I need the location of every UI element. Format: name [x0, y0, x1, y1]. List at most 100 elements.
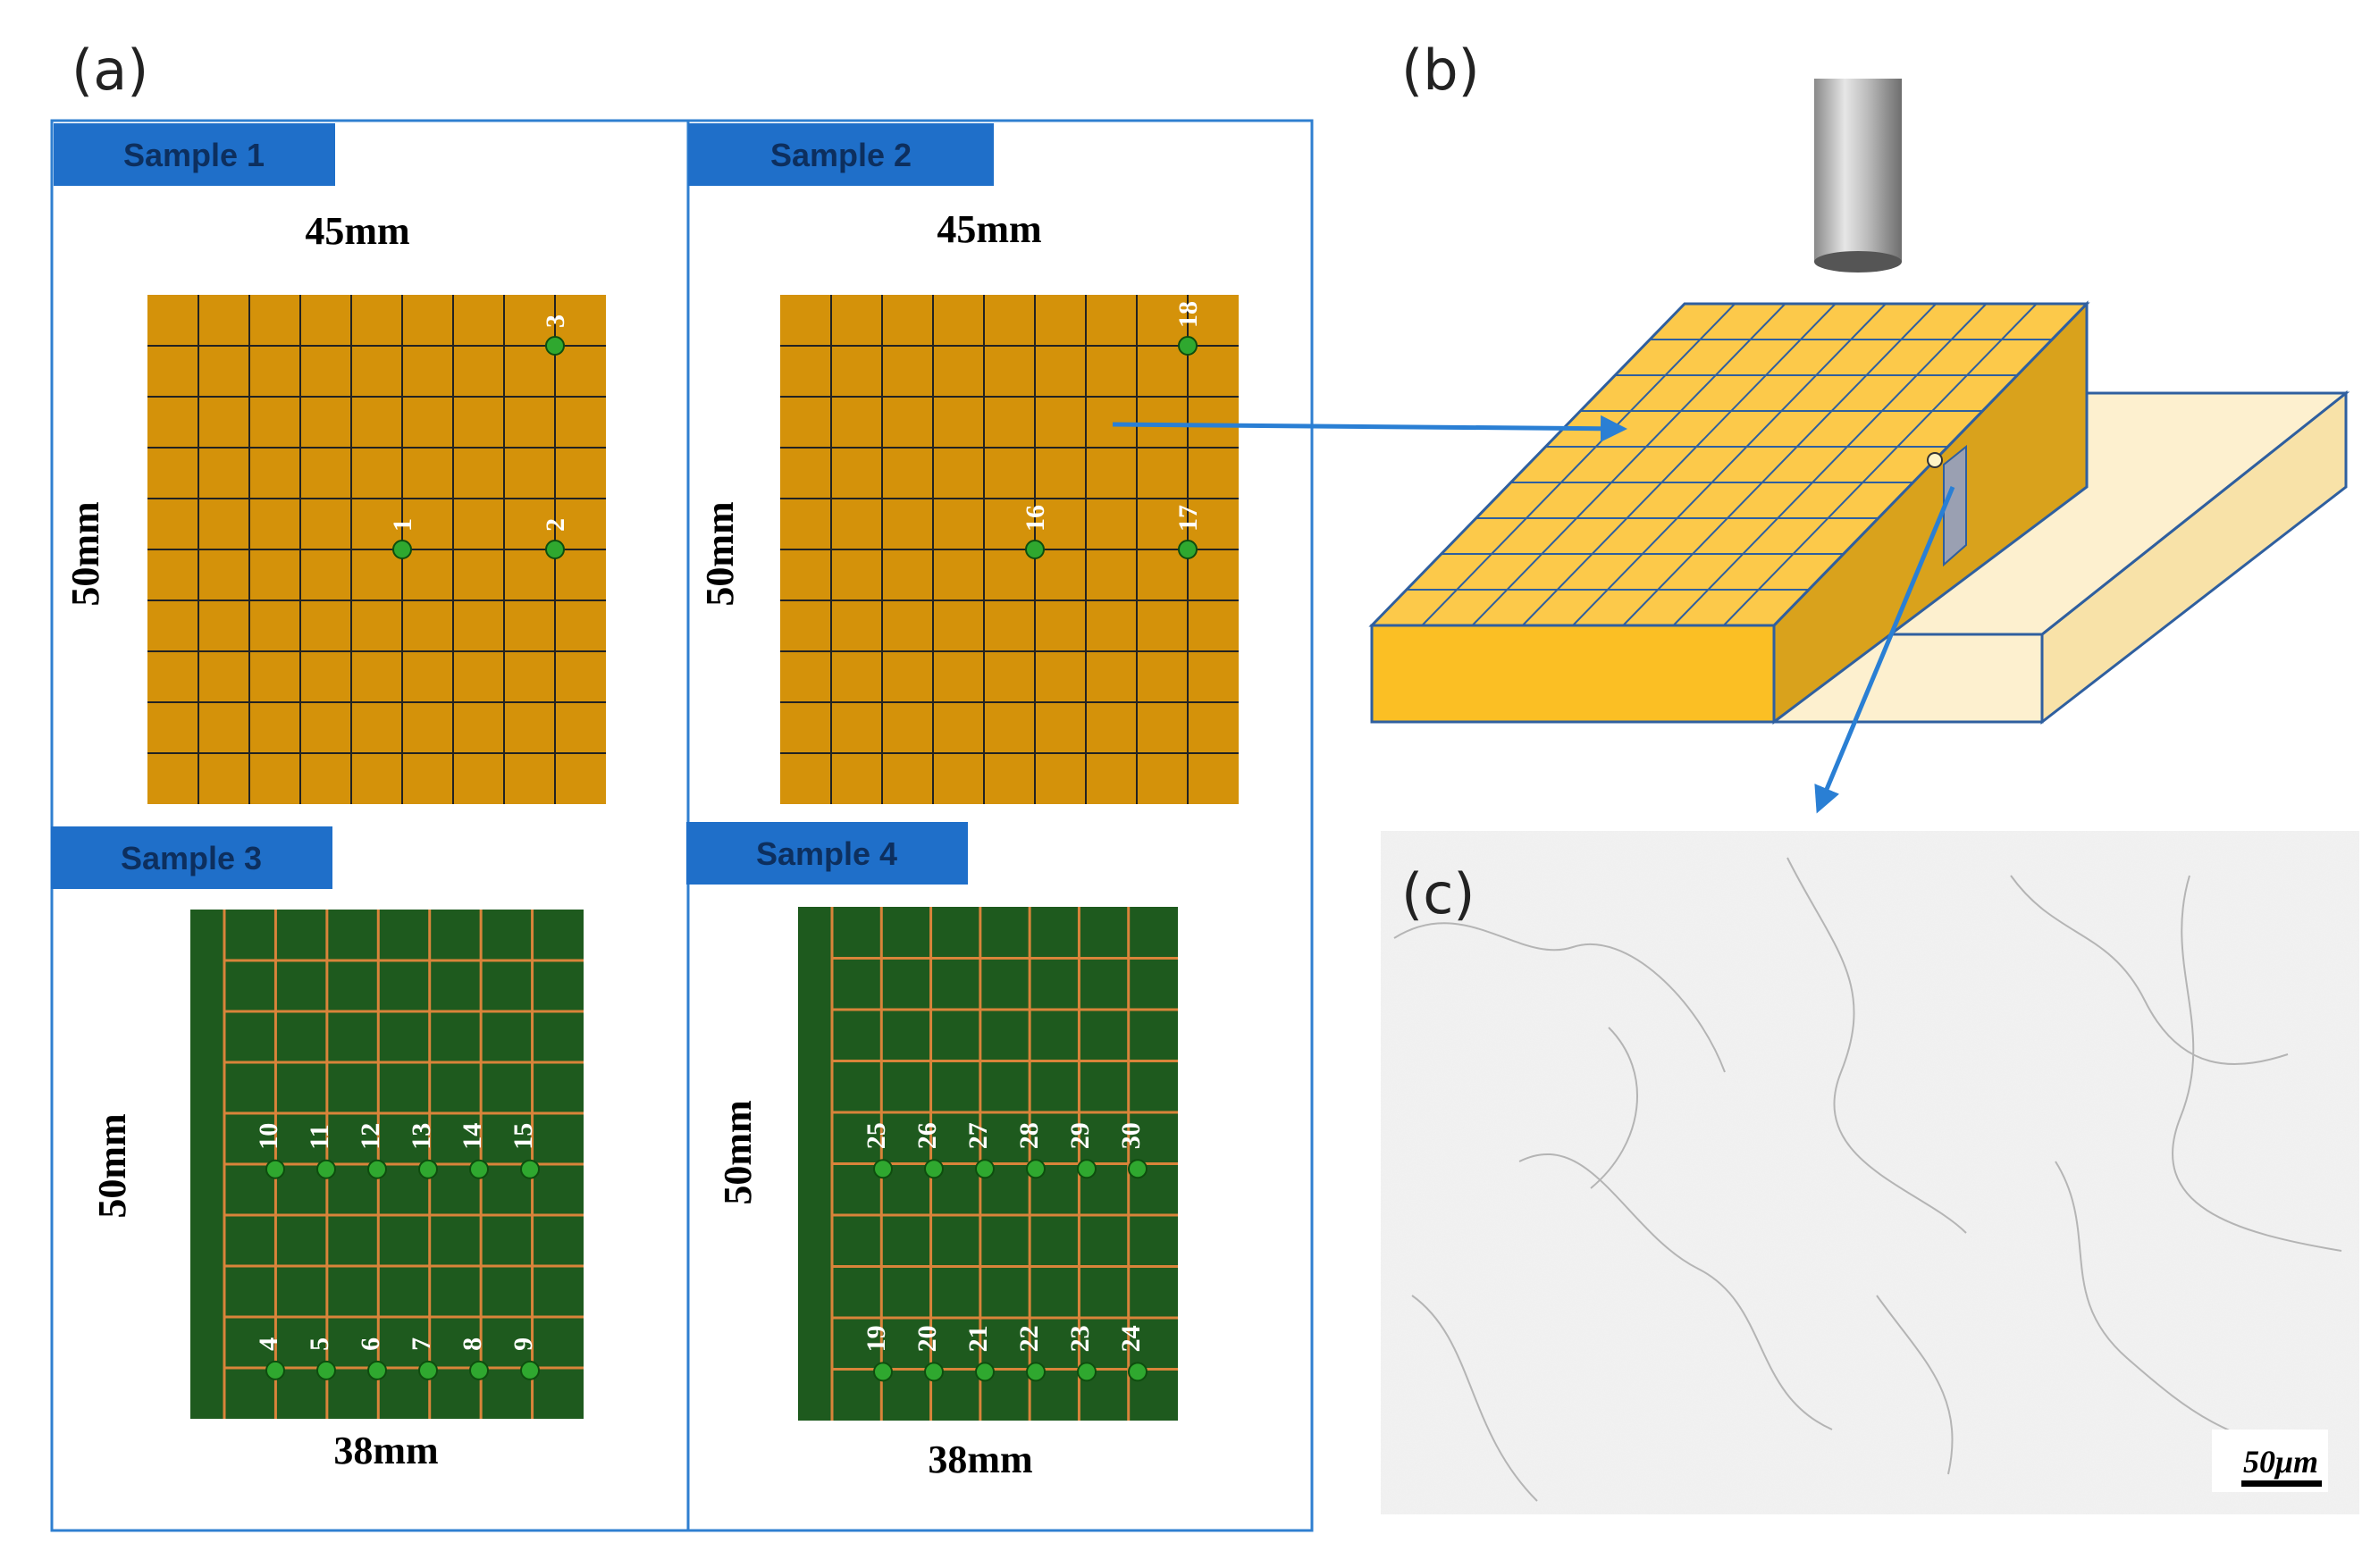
grain-boundary: [2010, 875, 2289, 1066]
point-number-label: 6: [356, 1337, 385, 1351]
block-grid-line: [1672, 303, 1988, 626]
measurement-point-29: [1077, 1159, 1097, 1179]
measurement-point-1: [392, 540, 412, 559]
block-grid-line: [1572, 303, 1887, 626]
point-number-label: 8: [458, 1337, 487, 1351]
block-grid-line: [1421, 303, 1736, 626]
grain-boundary: [1411, 1295, 1538, 1502]
point-number-label: 17: [1173, 505, 1203, 532]
sample-2-grid: 16 17 18: [780, 295, 1239, 804]
panel-a-frame: [50, 119, 1314, 1532]
point-number-label: 1: [388, 518, 417, 532]
point-number-label: 21: [963, 1325, 993, 1352]
measurement-point-13: [418, 1159, 438, 1179]
point-number-label: 2: [541, 518, 570, 532]
measurement-point-9: [520, 1360, 540, 1380]
point-number-label: 13: [407, 1123, 436, 1150]
point-number-label: 5: [305, 1337, 334, 1351]
point-number-label: 28: [1014, 1122, 1044, 1149]
measurement-point-15: [520, 1159, 540, 1179]
point-number-label: 24: [1116, 1325, 1146, 1352]
point-number-label: 12: [356, 1123, 385, 1150]
point-number-label: 25: [862, 1122, 891, 1149]
sample-3-height-label: 50mm: [90, 1113, 134, 1218]
point-number-label: 10: [254, 1123, 283, 1150]
grain-boundary: [2172, 875, 2342, 1252]
measurement-point-6: [367, 1360, 387, 1380]
grain-boundary: [1876, 1295, 1954, 1475]
point-number-label: 19: [862, 1325, 891, 1352]
micrograph: [1381, 831, 2359, 1514]
measurement-point-4: [265, 1360, 285, 1380]
grain-boundary: [1590, 1027, 1639, 1189]
measurement-point-7: [418, 1360, 438, 1380]
sample-3-width-label: 38mm: [333, 1429, 438, 1472]
scale-bar: 50μm: [2212, 1430, 2328, 1492]
measurement-point-8: [469, 1360, 489, 1380]
point-number-label: 22: [1014, 1325, 1044, 1352]
svg-text:Sample 2: Sample 2: [770, 137, 912, 173]
point-number-label: 27: [963, 1122, 993, 1149]
measurement-point-14: [469, 1159, 489, 1179]
measurement-point-16: [1025, 540, 1045, 559]
point-number-label: 16: [1021, 505, 1050, 532]
point-number-label: 14: [458, 1123, 487, 1150]
measurement-point-24: [1128, 1362, 1147, 1382]
measurement-point-10: [265, 1159, 285, 1179]
point-number-label: 29: [1065, 1122, 1095, 1149]
measurement-point-30: [1128, 1159, 1147, 1179]
sample-3-tag: Sample 3: [51, 826, 332, 889]
sample-2-tag: Sample 2: [688, 123, 994, 186]
arrow-to-block: [1112, 415, 1627, 442]
grain-boundary: [1786, 857, 1967, 1234]
panel-c-label: (c): [1401, 861, 1475, 927]
measurement-point-2: [545, 540, 565, 559]
sample-4-height-label: 50mm: [716, 1100, 760, 1204]
sample-1-tag: Sample 1: [54, 123, 335, 186]
arrow-to-micrograph: [1814, 486, 1955, 814]
svg-text:Sample 4: Sample 4: [756, 835, 897, 872]
block-grid-line: [1522, 303, 1837, 626]
sample-2-width-label: 45mm: [937, 207, 1041, 251]
sample-4-width-label: 38mm: [928, 1438, 1032, 1481]
block-grid-line: [1622, 303, 1937, 626]
measurement-point-27: [975, 1159, 995, 1179]
panel-b-label: (b): [1401, 38, 1480, 103]
measurement-point-18: [1178, 336, 1198, 356]
sample-3-grid: 10 11 12 13 14 15 4 5 6 7 8 9: [190, 910, 584, 1419]
svg-text:50μm: 50μm: [2243, 1444, 2318, 1480]
point-number-label: 15: [509, 1123, 538, 1150]
point-number-label: 23: [1065, 1325, 1095, 1352]
grain-boundary: [1518, 1153, 1833, 1430]
point-number-label: 30: [1116, 1122, 1146, 1149]
point-number-label: 9: [509, 1337, 538, 1351]
point-number-label: 11: [305, 1124, 334, 1149]
block-grid-line: [1471, 303, 1786, 626]
sample-1-height-label: 50mm: [63, 501, 107, 606]
measurement-point-26: [924, 1159, 944, 1179]
point-number-label: 4: [254, 1337, 283, 1351]
specimen-block-3d: [1368, 300, 2350, 725]
block-grid-line: [1723, 303, 2038, 626]
measurement-point-11: [316, 1159, 336, 1179]
svg-text:Sample 1: Sample 1: [123, 137, 265, 173]
measurement-point-17: [1178, 540, 1198, 559]
sample-4-tag: Sample 4: [686, 822, 968, 885]
point-number-label: 26: [912, 1122, 942, 1149]
measurement-point-25: [873, 1159, 893, 1179]
measurement-point-28: [1026, 1159, 1046, 1179]
sample-2-height-label: 50mm: [698, 501, 742, 606]
svg-text:Sample 3: Sample 3: [121, 840, 262, 876]
measurement-point-20: [924, 1362, 944, 1382]
point-number-label: 18: [1173, 301, 1203, 328]
point-number-label: 20: [912, 1325, 942, 1352]
measurement-point-5: [316, 1360, 336, 1380]
sample-1-width-label: 45mm: [305, 209, 409, 253]
point-number-label: 7: [407, 1337, 436, 1351]
panel-a-label: (a): [71, 38, 148, 103]
measurement-point-22: [1026, 1362, 1046, 1382]
measurement-point-19: [873, 1362, 893, 1382]
grain-boundary: [1393, 922, 1726, 1073]
